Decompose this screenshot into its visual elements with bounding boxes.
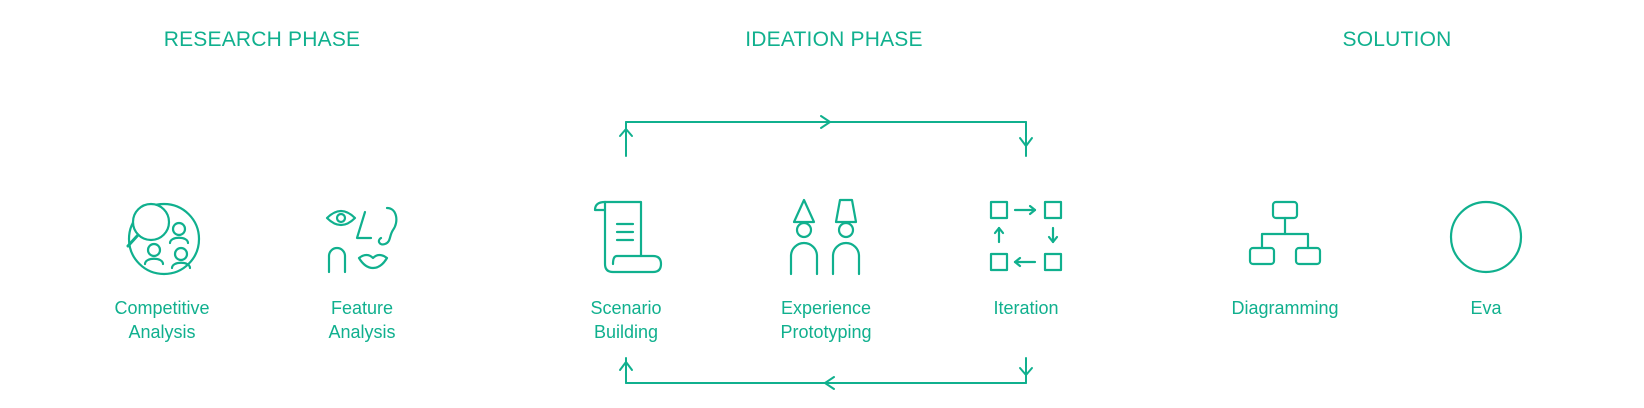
node-label: Eva: [1470, 298, 1502, 318]
node-eva: Eva: [1401, 196, 1571, 320]
magnifier-people-icon: [126, 202, 201, 276]
two-users-lamp-icon: [789, 198, 861, 276]
node-label: Diagramming: [1231, 298, 1339, 318]
node-iteration: Iteration: [941, 196, 1111, 320]
phase-solution-title: SOLUTION: [1342, 28, 1452, 51]
hierarchy-diagram-icon: [1248, 200, 1322, 266]
circle-icon: [1449, 200, 1523, 274]
node-diagramming: Diagramming: [1200, 196, 1370, 320]
loop-top-arrow: [619, 115, 1033, 157]
face-senses-icon: [325, 206, 398, 274]
phase-research-title: RESEARCH PHASE: [163, 28, 361, 51]
scroll-icon: [593, 200, 663, 274]
phase-ideation-title: IDEATION PHASE: [745, 28, 923, 51]
node-label: Iteration: [993, 298, 1059, 318]
iteration-grid-icon: [989, 200, 1063, 272]
loop-bottom-arrow: [619, 357, 1033, 390]
